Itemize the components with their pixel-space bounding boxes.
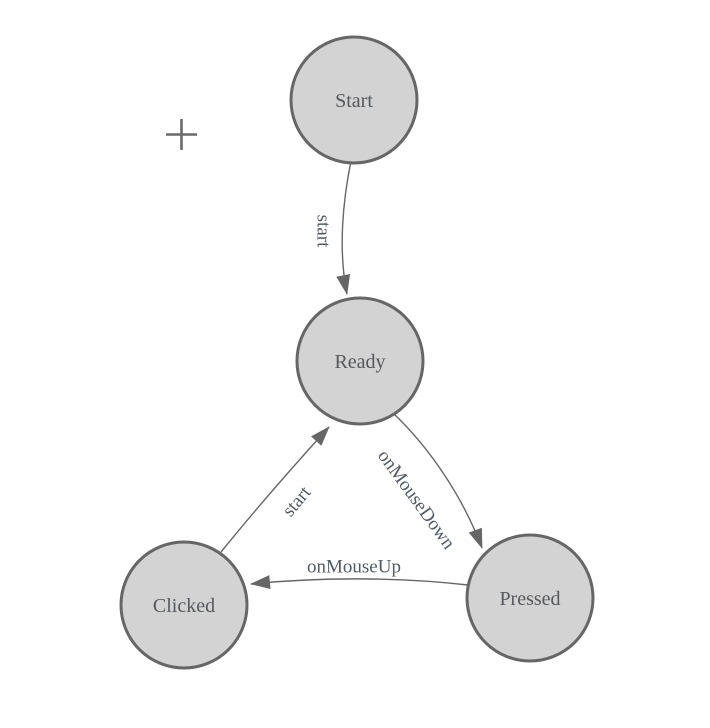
state-node-pressed[interactable]: Pressed <box>465 533 595 663</box>
state-node-start[interactable]: Start <box>289 35 419 165</box>
state-node-clicked[interactable]: Clicked <box>119 540 249 670</box>
state-node-ready[interactable]: Ready <box>295 296 425 426</box>
edge-pressed-to-clicked[interactable] <box>250 575 469 590</box>
edge-label-clicked-to-ready: start <box>278 482 316 521</box>
state-node-label-pressed: Pressed <box>499 588 560 610</box>
crosshair-icon <box>166 119 197 150</box>
overlay-layer <box>166 119 197 150</box>
nodes-layer: Start Ready Clicked Pressed <box>119 35 595 670</box>
edge-ready-to-pressed[interactable] <box>392 412 483 549</box>
edge-label-ready-to-pressed: onMouseDown <box>373 446 459 554</box>
state-node-label-start: Start <box>335 90 373 112</box>
edge-start-to-ready[interactable] <box>336 160 352 295</box>
edge-label-pressed-to-clicked: onMouseUp <box>307 557 401 578</box>
state-node-label-ready: Ready <box>334 351 385 373</box>
edge-label-start-to-ready: start <box>312 215 333 248</box>
edge-clicked-to-ready[interactable] <box>220 426 330 553</box>
state-node-label-clicked: Clicked <box>153 595 215 617</box>
